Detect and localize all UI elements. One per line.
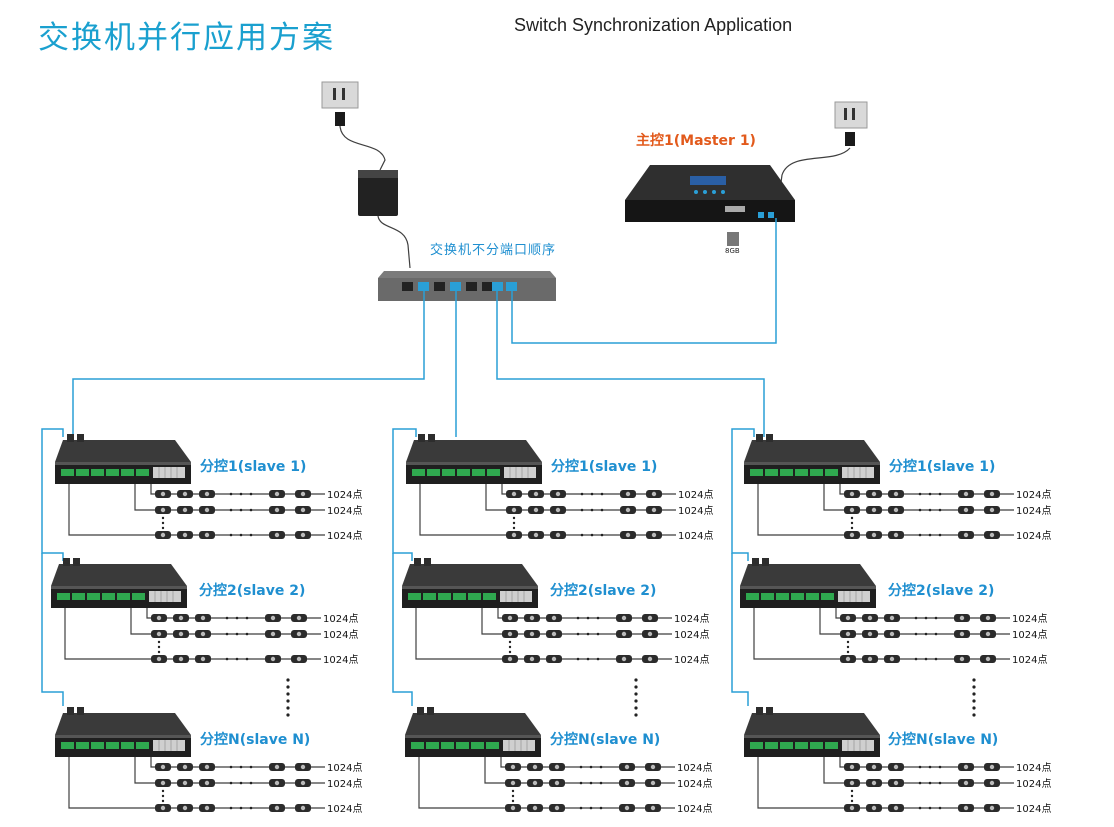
slave-label-1-col3: 分控1(slave 1) (889, 458, 995, 475)
wall-socket-icon (321, 81, 359, 126)
slave-label-n-col3: 分控N(slave N) (888, 731, 998, 748)
pixel-count-label: 1024点 (1016, 489, 1051, 501)
slave-label-2-col3: 分控2(slave 2) (888, 582, 994, 599)
slave-controller-n-col3 (743, 706, 1014, 812)
pixel-count-label: 1024点 (1016, 778, 1051, 790)
network-cables (41, 218, 777, 706)
pixel-count-label: 1024点 (327, 803, 362, 815)
slave-label-n-col2: 分控N(slave N) (550, 731, 660, 748)
slave-label-2-col1: 分控2(slave 2) (199, 582, 305, 599)
pixel-count-label: 1024点 (678, 530, 713, 542)
slave-controller-1-col3 (743, 433, 1014, 539)
master-controller (625, 165, 795, 222)
pixel-count-label: 1024点 (327, 505, 362, 517)
pixel-count-label: 1024点 (327, 778, 362, 790)
power-adapter-icon (358, 170, 398, 216)
pixel-count-label: 1024点 (678, 489, 713, 501)
pixel-count-label: 1024点 (1012, 629, 1047, 641)
page-title: 交换机并行应用方案 (38, 20, 335, 56)
pixel-count-label: 1024点 (323, 654, 358, 666)
sd-card-icon (727, 232, 739, 246)
pixel-count-label: 1024点 (674, 613, 709, 625)
pixel-count-label: 1024点 (674, 654, 709, 666)
pixel-count-label: 1024点 (323, 613, 358, 625)
pixel-count-label: 1024点 (1016, 803, 1051, 815)
slave-label-2-col2: 分控2(slave 2) (550, 582, 656, 599)
pixel-count-label: 1024点 (327, 762, 362, 774)
pixel-count-label: 1024点 (1016, 530, 1051, 542)
master-label: 主控1(Master 1) (636, 132, 756, 149)
slave-controller-2-col1 (50, 557, 321, 663)
more-controllers-ellipsis (286, 678, 976, 717)
slave-label-n-col1: 分控N(slave N) (200, 731, 310, 748)
slave-controller-2-col3 (739, 557, 1010, 663)
slave-controller-n-col1 (54, 706, 325, 812)
master-power-socket-icon (834, 101, 868, 146)
pixel-count-label: 1024点 (677, 762, 712, 774)
pixel-count-label: 1024点 (674, 629, 709, 641)
slave-controller-1-col1 (54, 433, 325, 539)
pixel-count-label: 1024点 (1012, 613, 1047, 625)
slave-controller-n-col2 (404, 706, 675, 812)
slave-controller-1-col2 (405, 433, 676, 539)
network-switch (378, 271, 556, 301)
slave-label-1-col1: 分控1(slave 1) (200, 458, 306, 475)
pixel-count-label: 1024点 (1016, 762, 1051, 774)
pixel-count-label: 1024点 (1016, 505, 1051, 517)
slave-label-1-col2: 分控1(slave 1) (551, 458, 657, 475)
page-subtitle: Switch Synchronization Application (514, 15, 793, 35)
pixel-count-label: 1024点 (1012, 654, 1047, 666)
pixel-count-label: 1024点 (327, 530, 362, 542)
pixel-count-label: 1024点 (678, 505, 713, 517)
pixel-count-label: 1024点 (677, 803, 712, 815)
slave-controller-2-col2 (401, 557, 672, 663)
sd-card-label: 8GB (725, 247, 740, 255)
pixel-count-label: 1024点 (323, 629, 358, 641)
switch-label: 交换机不分端口顺序 (430, 242, 556, 258)
pixel-count-label: 1024点 (327, 489, 362, 501)
pixel-count-label: 1024点 (677, 778, 712, 790)
